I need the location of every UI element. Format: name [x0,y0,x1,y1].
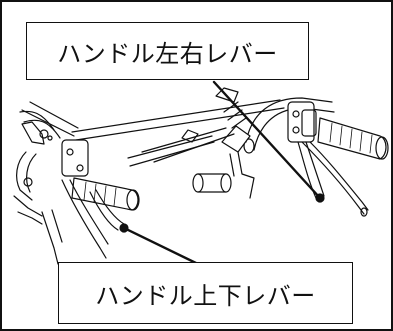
bottom-leader-line [122,226,200,266]
left-handlebar [13,110,140,265]
top-leader-line [212,80,322,200]
handle-left-right-lever-label: ハンドル左右レバー [26,22,309,80]
center-stem [127,87,255,199]
handle-up-down-lever-label: ハンドル上下レバー [58,262,353,324]
right-handlebar [243,97,389,217]
